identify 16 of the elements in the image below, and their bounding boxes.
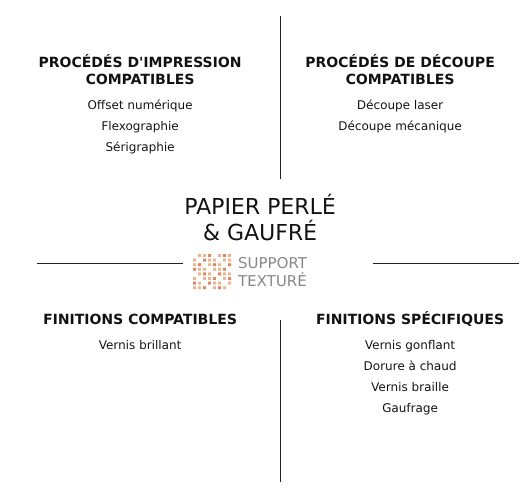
section-heading: PROCÉDÉS DE DÉCOUPE COMPATIBLES: [304, 55, 496, 89]
list-item: Flexographie: [100, 118, 180, 135]
list-item: Vernis brillant: [98, 337, 182, 354]
list-item: Offset numérique: [86, 97, 194, 114]
list-item: Dorure à chaud: [362, 358, 458, 375]
list-item: Sérigraphie: [104, 139, 176, 156]
section-heading: FINITIONS COMPATIBLES: [42, 312, 238, 329]
list-item: Découpe mécanique: [337, 118, 463, 135]
list-item: Découpe laser: [356, 97, 444, 114]
center-title: PAPIER PERLÉ & GAUFRÉ: [183, 195, 337, 247]
list-item: Vernis braille: [370, 379, 450, 396]
list-item: Vernis gonflant: [364, 337, 456, 354]
section-heading: PROCÉDÉS D'IMPRESSION COMPATIBLES: [38, 55, 242, 89]
subtitle: SUPPORT TEXTURÉ: [238, 254, 308, 290]
section-heading: FINITIONS SPÉCIFIQUES: [314, 312, 506, 329]
list-item: Gaufrage: [381, 400, 439, 417]
